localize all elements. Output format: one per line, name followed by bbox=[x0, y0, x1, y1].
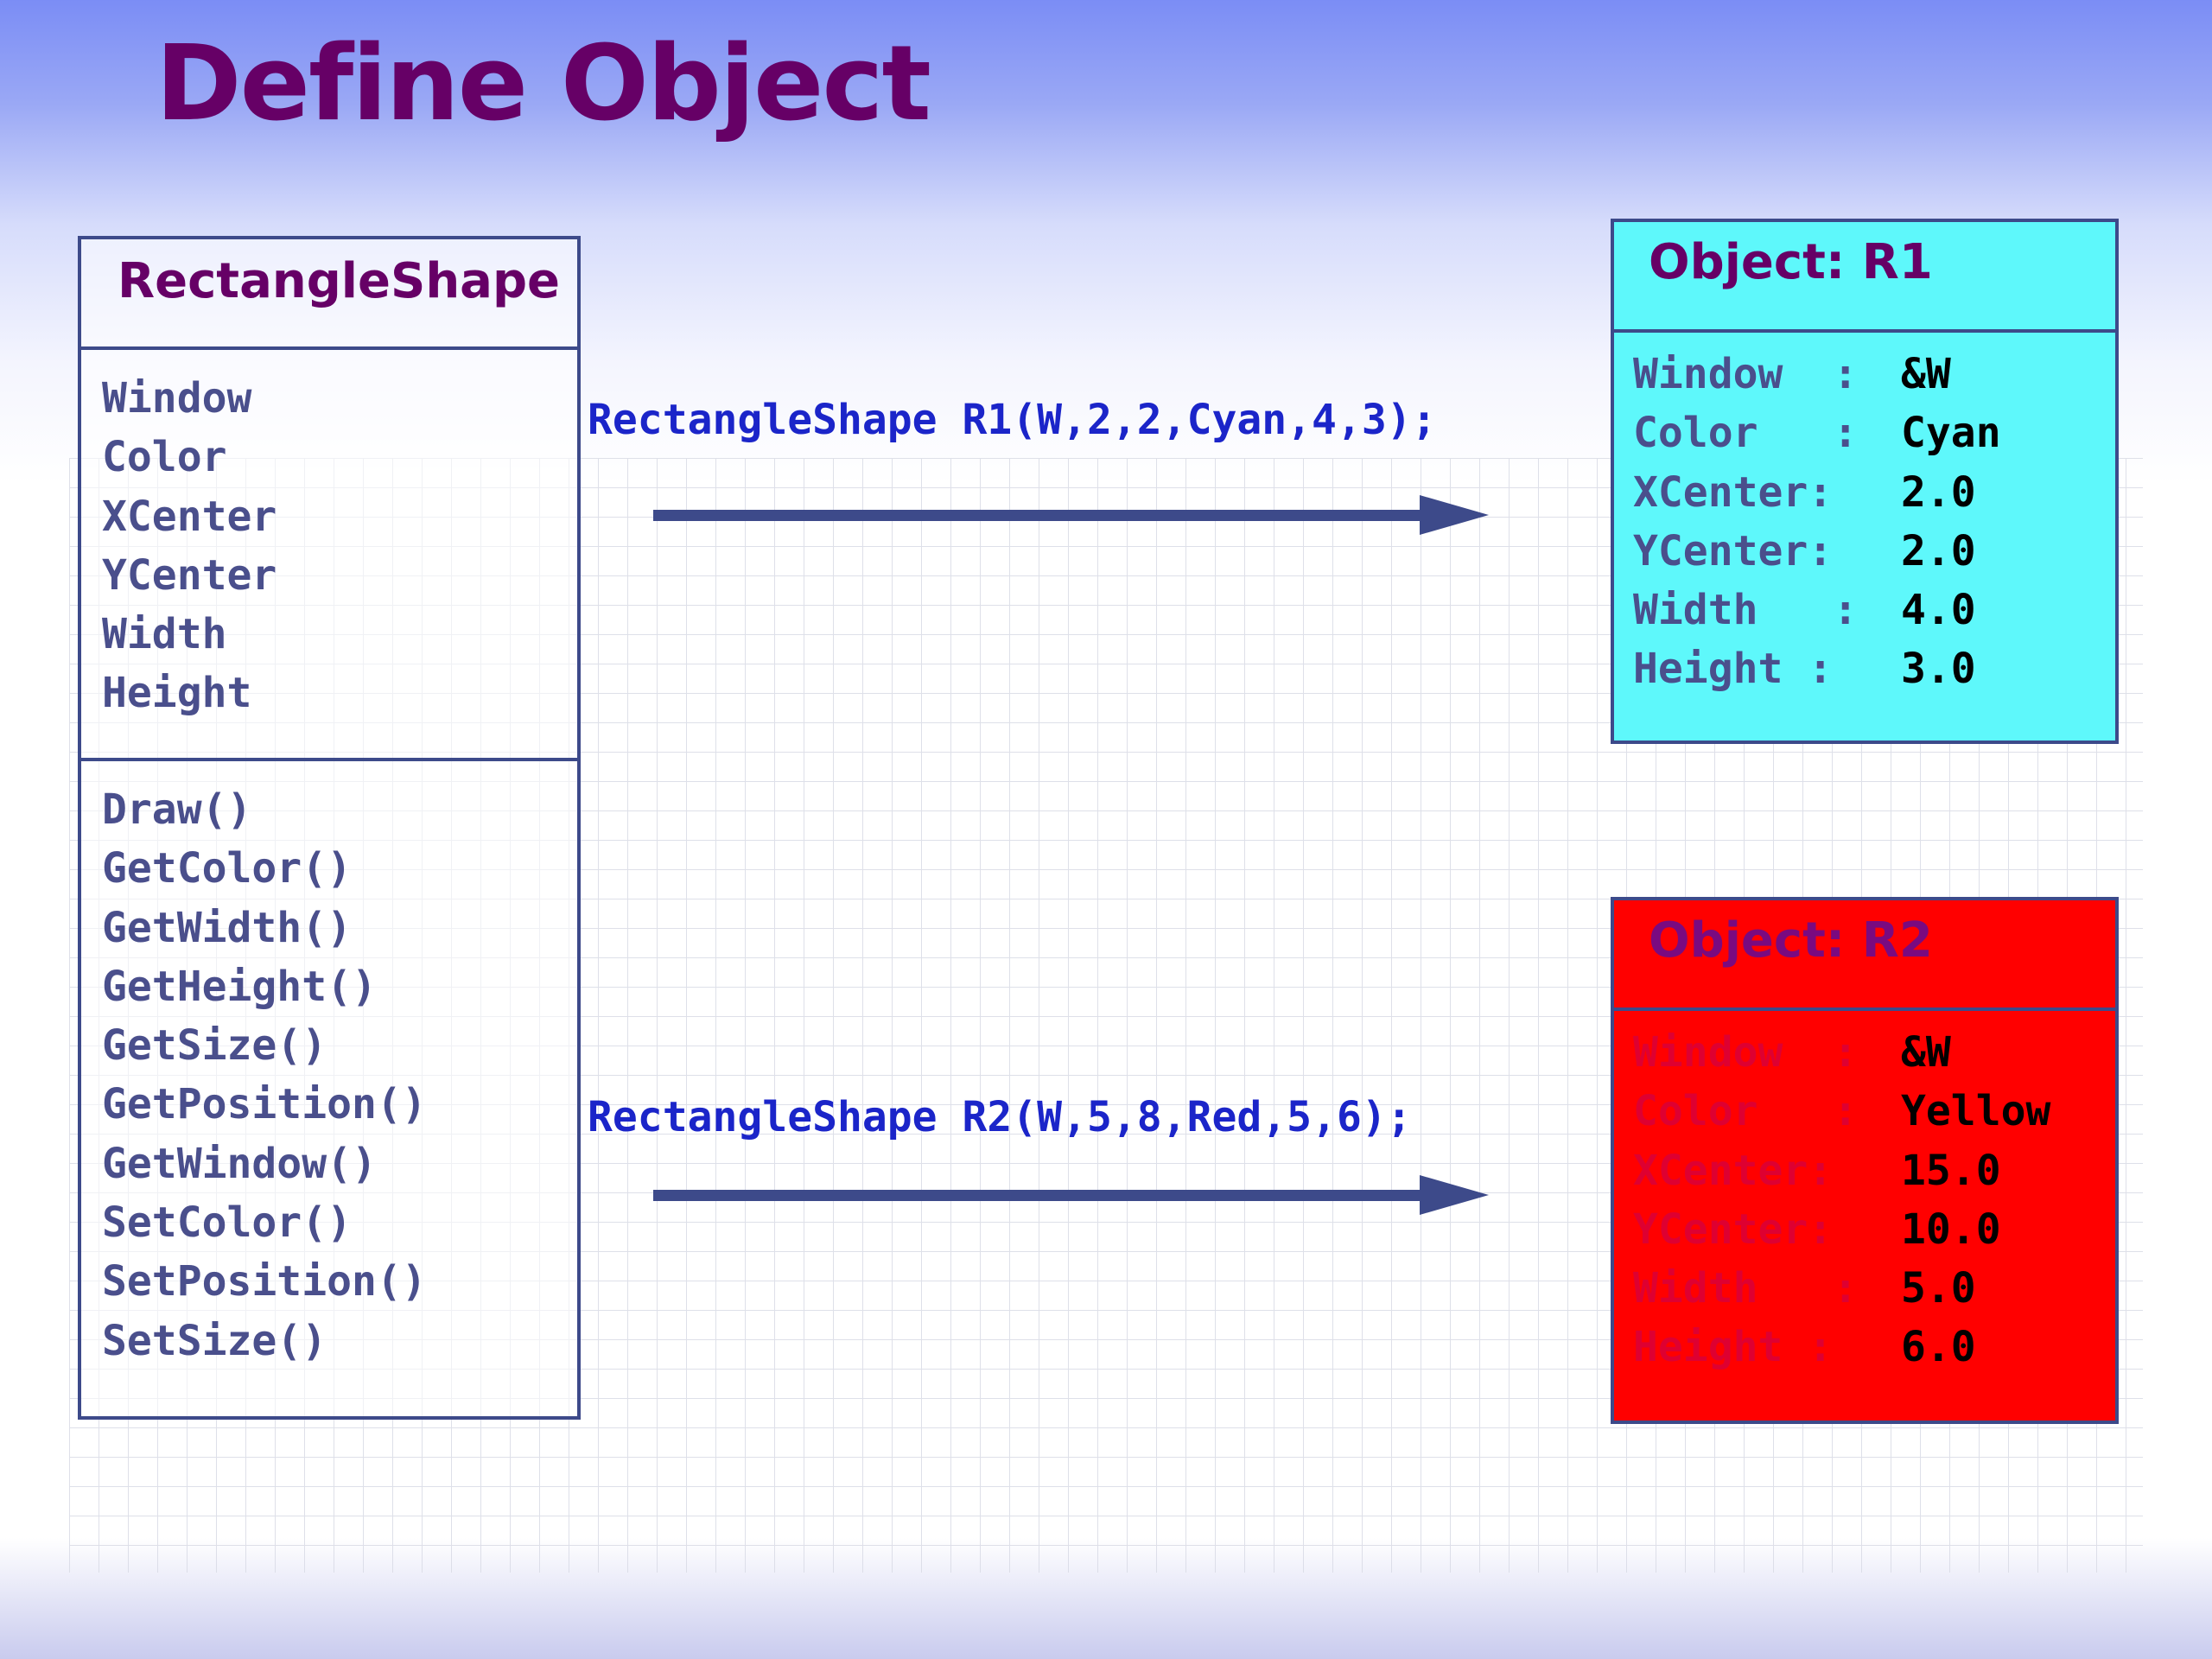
field-label: YCenter: bbox=[1633, 1205, 1834, 1254]
field-label: YCenter: bbox=[1633, 526, 1834, 575]
object-title-r2: Object: R2 bbox=[1649, 912, 1933, 969]
method-item: GetHeight() bbox=[102, 962, 377, 1011]
field-label: Height : bbox=[1633, 1323, 1834, 1372]
constructor-call-r1: RectangleShape R1(W,2,2,Cyan,4,3); bbox=[588, 396, 1437, 444]
object-header-r1: Object: R1 bbox=[1614, 222, 2115, 333]
attribute-item: Window bbox=[102, 374, 252, 423]
field-value: Yellow bbox=[1901, 1087, 2051, 1136]
field-label: Height : bbox=[1633, 645, 1834, 694]
method-item: GetSize() bbox=[102, 1021, 327, 1071]
attribute-item: YCenter bbox=[102, 550, 277, 600]
field-label: Width : bbox=[1633, 586, 1859, 635]
field-label: Window : bbox=[1633, 1028, 1859, 1077]
object-header-r2: Object: R2 bbox=[1614, 900, 2115, 1011]
field-label: Color : bbox=[1633, 1087, 1859, 1136]
arrow-r2-icon bbox=[653, 1175, 1489, 1215]
method-item: GetWindow() bbox=[102, 1139, 377, 1188]
field-label: XCenter: bbox=[1633, 467, 1834, 517]
method-item: SetColor() bbox=[102, 1198, 352, 1248]
method-item: GetColor() bbox=[102, 844, 352, 893]
field-label: Color : bbox=[1633, 409, 1859, 458]
page-title: Define Object bbox=[156, 24, 931, 144]
attributes-section: Window Color XCenter YCenter Width Heigh… bbox=[81, 350, 577, 761]
field-value: 2.0 bbox=[1901, 467, 1976, 517]
field-label: Window : bbox=[1633, 350, 1859, 398]
attribute-item: Color bbox=[102, 433, 227, 482]
arrow-r1-icon bbox=[653, 495, 1489, 535]
field-value: 10.0 bbox=[1901, 1205, 2001, 1254]
class-box: RectangleShape Window Color XCenter YCen… bbox=[78, 236, 581, 1420]
field-label: Width : bbox=[1633, 1264, 1859, 1313]
attribute-list: Window Color XCenter YCenter Width Heigh… bbox=[102, 369, 276, 723]
method-item: SetPosition() bbox=[102, 1257, 427, 1306]
method-list: Draw() GetColor() GetWidth() GetHeight()… bbox=[102, 780, 427, 1370]
object-box-r1: Object: R1 Window : &W Color : Cyan XCente… bbox=[1611, 219, 2119, 744]
attribute-item: Height bbox=[102, 669, 252, 718]
field-value: &W bbox=[1901, 350, 1951, 398]
field-value: 6.0 bbox=[1901, 1323, 1976, 1372]
field-label: XCenter: bbox=[1633, 1146, 1834, 1195]
object-title-r1: Object: R1 bbox=[1649, 234, 1933, 290]
field-value: 5.0 bbox=[1901, 1264, 1976, 1313]
class-name: RectangleShape bbox=[118, 253, 561, 309]
field-value: Cyan bbox=[1901, 409, 2001, 458]
field-value: &W bbox=[1901, 1028, 1951, 1077]
method-item: GetWidth() bbox=[102, 903, 352, 952]
class-name-section: RectangleShape bbox=[81, 239, 577, 350]
method-item: SetSize() bbox=[102, 1316, 327, 1365]
field-value: 4.0 bbox=[1901, 586, 1976, 635]
field-value: 3.0 bbox=[1901, 645, 1976, 694]
field-value: 2.0 bbox=[1901, 526, 1976, 575]
methods-section: Draw() GetColor() GetWidth() GetHeight()… bbox=[81, 761, 577, 1418]
field-value: 15.0 bbox=[1901, 1146, 2001, 1195]
method-item: GetPosition() bbox=[102, 1080, 427, 1129]
method-item: Draw() bbox=[102, 785, 252, 834]
attribute-item: XCenter bbox=[102, 492, 277, 541]
constructor-call-r2: RectangleShape R2(W,5,8,Red,5,6); bbox=[588, 1093, 1412, 1141]
object-box-r2: Object: R2 Window : &W Color : Yellow XCen… bbox=[1611, 897, 2119, 1424]
attribute-item: Width bbox=[102, 610, 227, 659]
